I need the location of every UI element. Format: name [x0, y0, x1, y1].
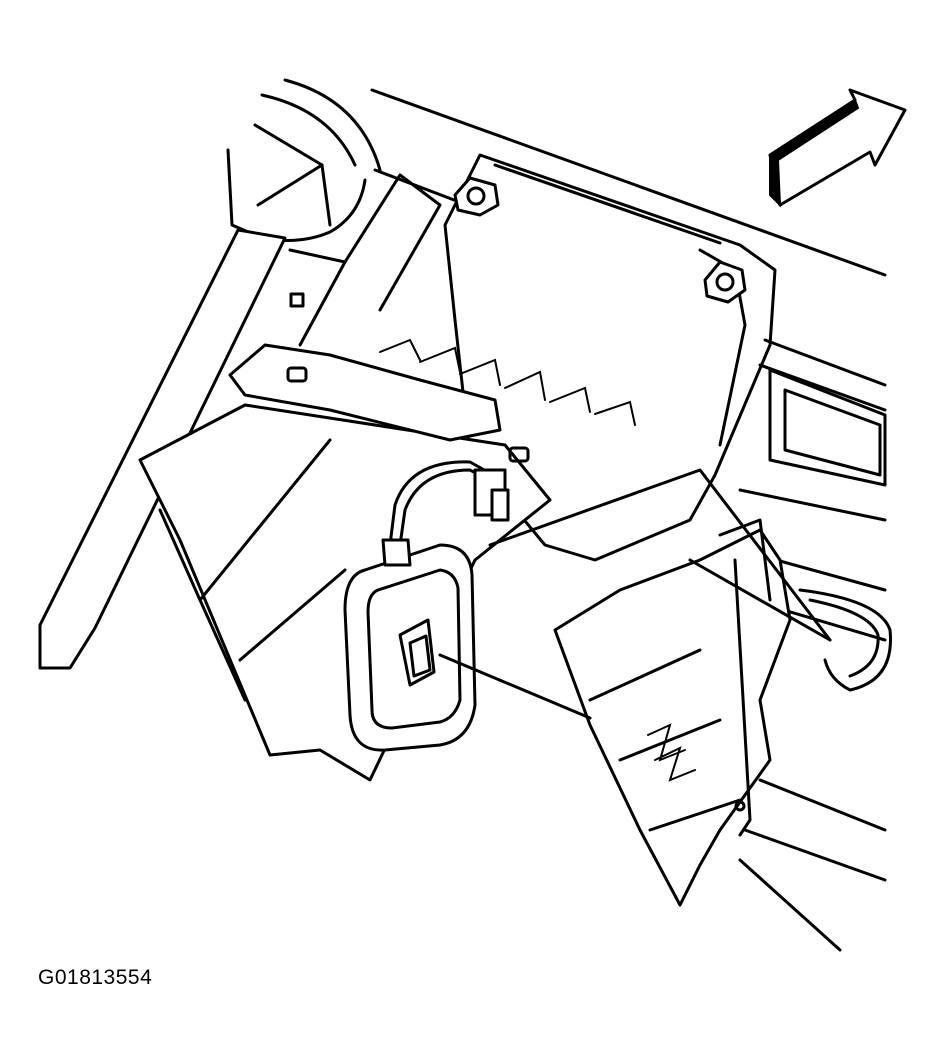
- steering-column-trim: [226, 78, 382, 242]
- mounting-nut-upper: [453, 176, 500, 217]
- mounting-nut-lower: [703, 260, 747, 304]
- callout-lines: [438, 468, 832, 720]
- forward-arrow-icon: [768, 88, 907, 208]
- center-console: [738, 338, 887, 952]
- crossbar: [228, 338, 636, 463]
- sensing-module: [343, 538, 477, 752]
- knee-bolster: [138, 403, 552, 782]
- figure-id-label: G01813554: [38, 966, 153, 989]
- wiring-harness: [388, 460, 892, 692]
- side-bracket: [553, 518, 792, 907]
